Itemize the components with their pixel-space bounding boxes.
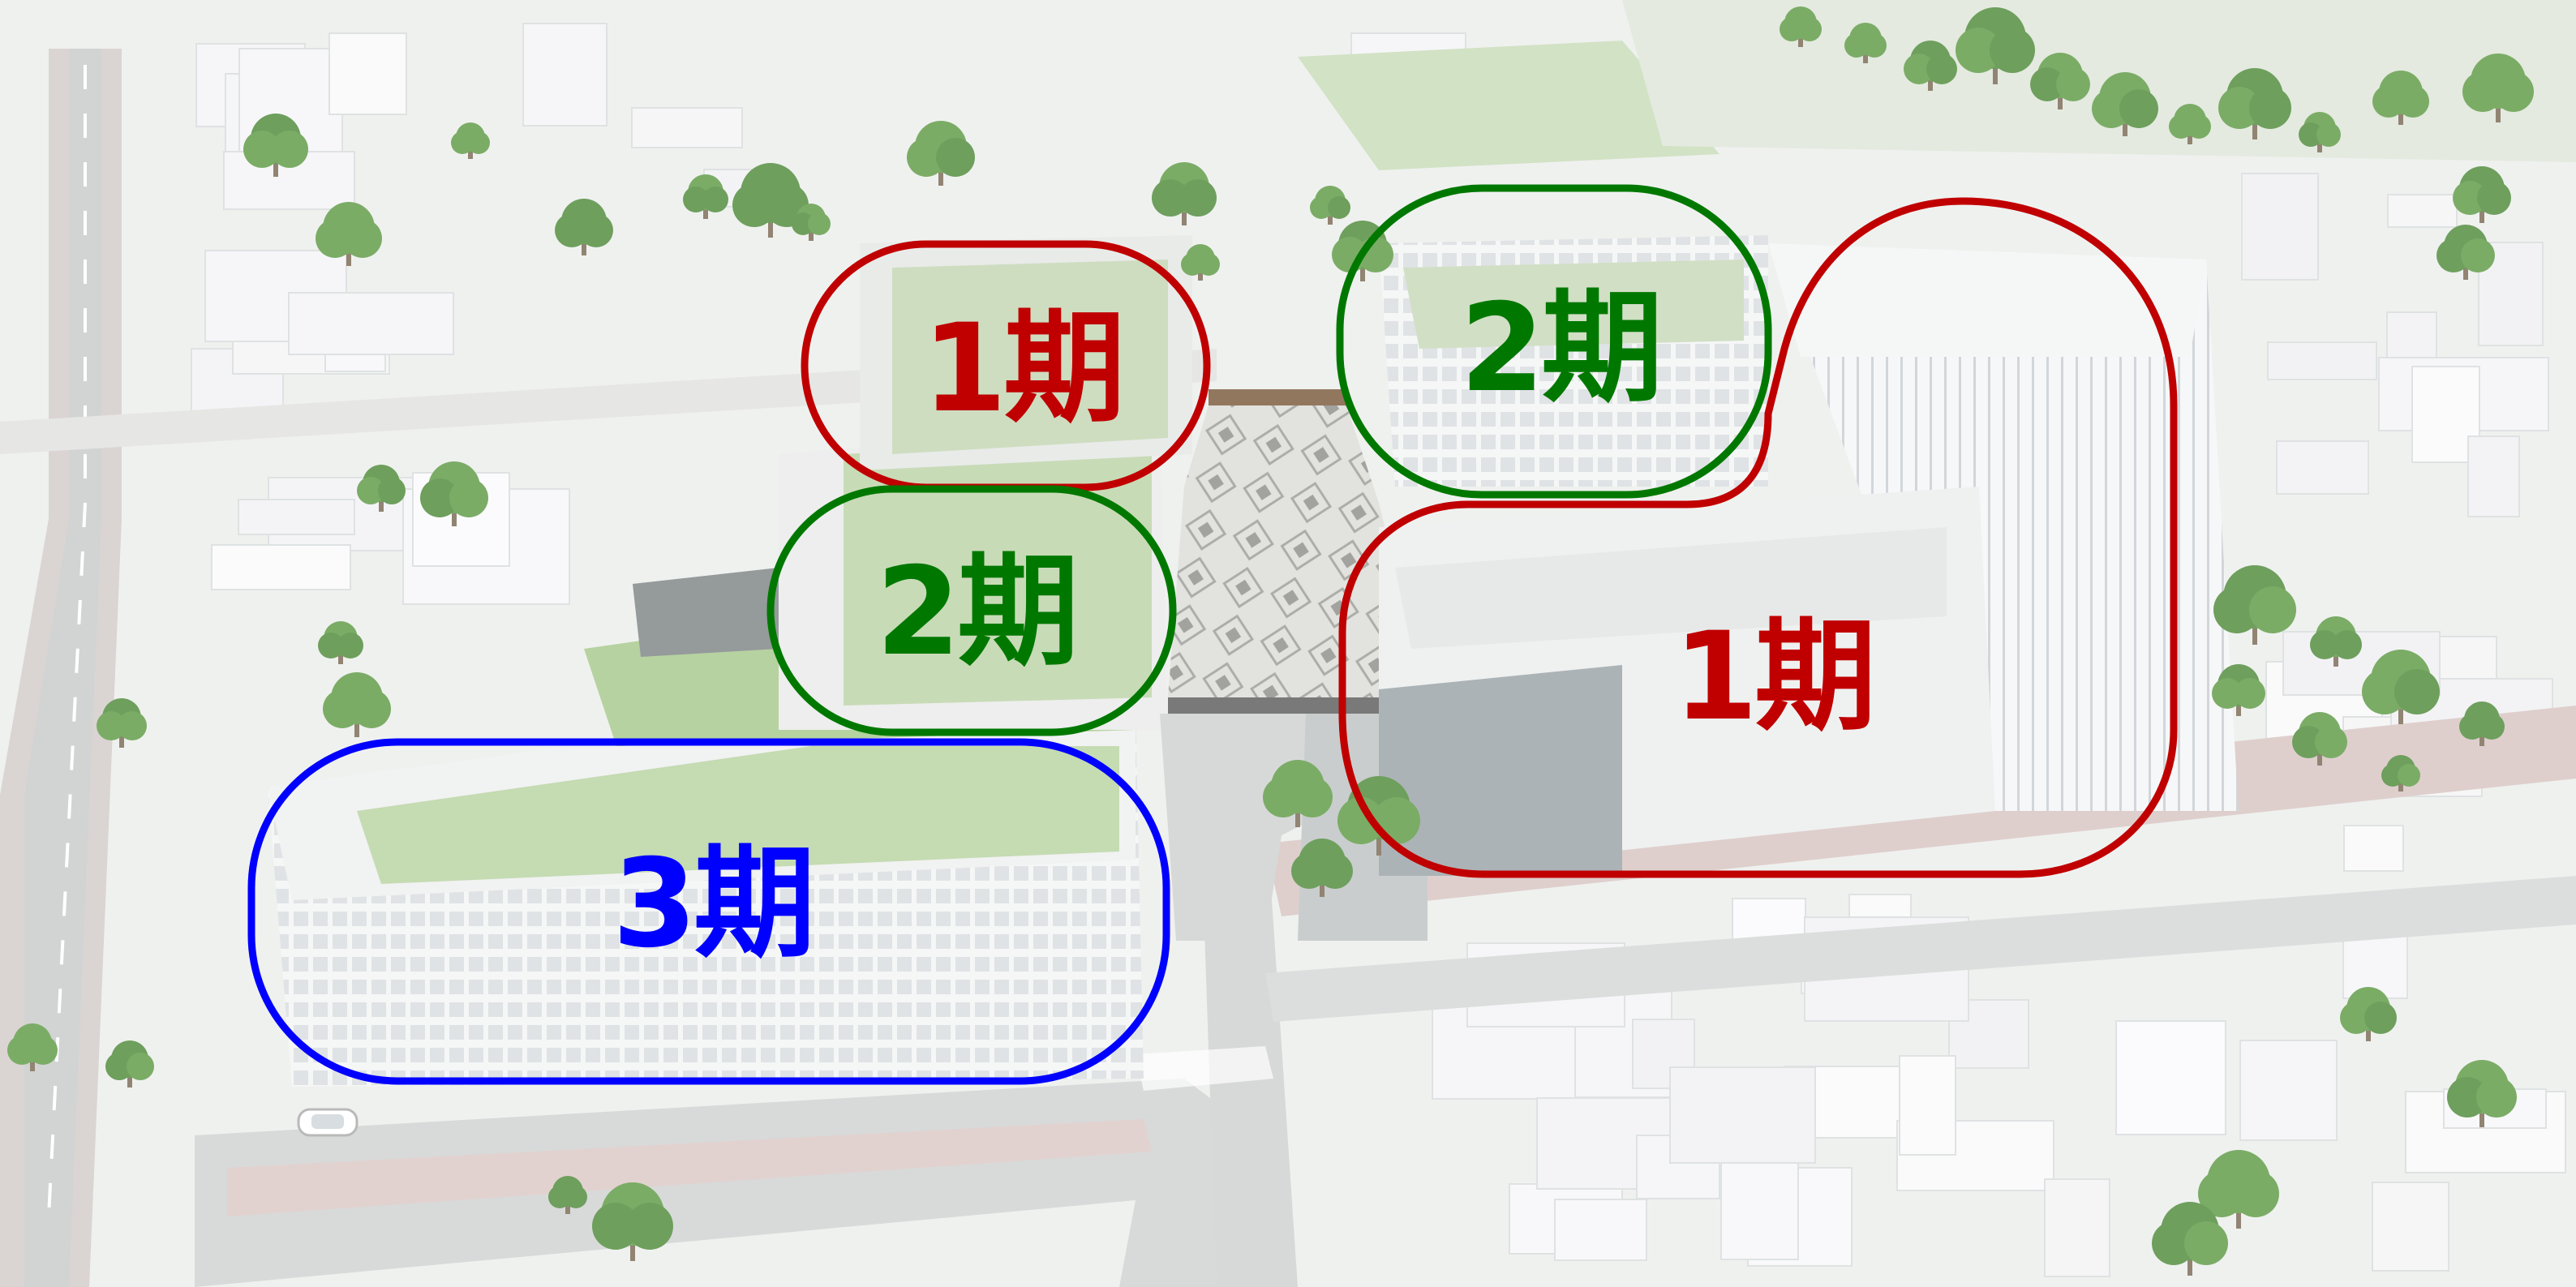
tree-icon xyxy=(2340,987,2397,1041)
building-block xyxy=(1720,1160,1799,1260)
car-icon xyxy=(297,1108,358,1137)
tree-icon xyxy=(2453,166,2511,223)
building-block xyxy=(2343,825,2404,872)
tree-icon xyxy=(451,122,490,159)
tree-icon xyxy=(323,672,391,737)
tree-icon xyxy=(1337,776,1420,856)
tree-icon xyxy=(105,1040,154,1088)
building-block xyxy=(2276,440,2369,495)
tree-icon xyxy=(1956,7,2035,84)
tree-icon xyxy=(2299,112,2341,152)
building-block xyxy=(238,499,355,535)
phase1-east-outline xyxy=(1338,197,2178,878)
building-block xyxy=(2239,1040,2338,1141)
east-building xyxy=(1379,235,2239,876)
tree-icon xyxy=(1152,162,1217,225)
tree-icon xyxy=(2462,54,2534,122)
tree-icon xyxy=(907,121,975,186)
tree-icon xyxy=(2030,53,2090,109)
tree-icon xyxy=(2169,104,2211,144)
building-block xyxy=(1554,1199,1647,1261)
phase2-east-label: 2期 xyxy=(1460,278,1663,419)
building-block xyxy=(522,23,608,127)
tree-icon xyxy=(97,698,147,748)
building-block xyxy=(2387,194,2458,228)
building-block xyxy=(2467,435,2520,517)
tree-icon xyxy=(2372,71,2429,125)
tree-icon xyxy=(316,202,382,266)
tree-icon xyxy=(2381,755,2420,792)
sports-field xyxy=(1298,41,1719,170)
phase1-north-label: 1期 xyxy=(922,298,1125,440)
tree-icon xyxy=(1181,244,1220,281)
phase3-south-outline xyxy=(247,738,1170,1085)
left-road xyxy=(0,49,122,1287)
building-block xyxy=(328,32,407,115)
building-block xyxy=(1669,1066,1816,1164)
building-block xyxy=(2044,1178,2110,1277)
phase2-center-outline xyxy=(766,485,1177,736)
tree-icon xyxy=(2213,565,2296,645)
tree-icon xyxy=(548,1176,587,1214)
tree-icon xyxy=(2218,68,2291,139)
tree-icon xyxy=(2092,72,2158,136)
tree-icon xyxy=(2212,664,2265,716)
tree-icon xyxy=(243,114,308,177)
tree-icon xyxy=(2459,701,2505,746)
building-block xyxy=(288,292,454,355)
building-block xyxy=(2372,1182,2449,1272)
phase3-south-label: 3期 xyxy=(612,834,815,975)
west-building xyxy=(268,235,1192,1087)
tree-icon xyxy=(420,461,488,526)
tree-icon xyxy=(1263,760,1333,827)
tree-icon xyxy=(1844,23,1887,63)
tree-icon xyxy=(792,204,831,241)
tree-icon xyxy=(1780,6,1822,47)
building-block xyxy=(1899,1055,1956,1156)
phase1-east-label: 1期 xyxy=(1673,607,1876,748)
tree-icon xyxy=(1904,41,1957,91)
tree-icon xyxy=(683,174,728,219)
tree-icon xyxy=(592,1182,673,1261)
tree-icon xyxy=(1310,186,1350,225)
phase2-center-label: 2期 xyxy=(876,542,1079,683)
building-block xyxy=(211,544,351,590)
building-block xyxy=(2241,173,2319,281)
phase-outlines xyxy=(247,184,2178,1085)
tree-icon xyxy=(2152,1202,2228,1276)
tree-icon xyxy=(2310,616,2362,667)
tree-icon xyxy=(318,621,363,664)
tree-icon xyxy=(2436,225,2495,280)
tree-icon xyxy=(357,465,406,512)
tree-icon xyxy=(2198,1150,2279,1229)
tree-icon xyxy=(2362,650,2440,724)
tree-icon xyxy=(7,6,2534,1276)
building-block xyxy=(631,107,743,148)
building-block xyxy=(2267,341,2377,380)
tree-icon xyxy=(7,1023,58,1071)
building-block xyxy=(2115,1020,2226,1135)
tree-icon xyxy=(1291,839,1353,897)
tree-icon xyxy=(2447,1060,2517,1127)
tree-icon xyxy=(2292,712,2347,766)
phase2-east-outline xyxy=(1336,184,1772,499)
tree-icon xyxy=(555,199,613,255)
